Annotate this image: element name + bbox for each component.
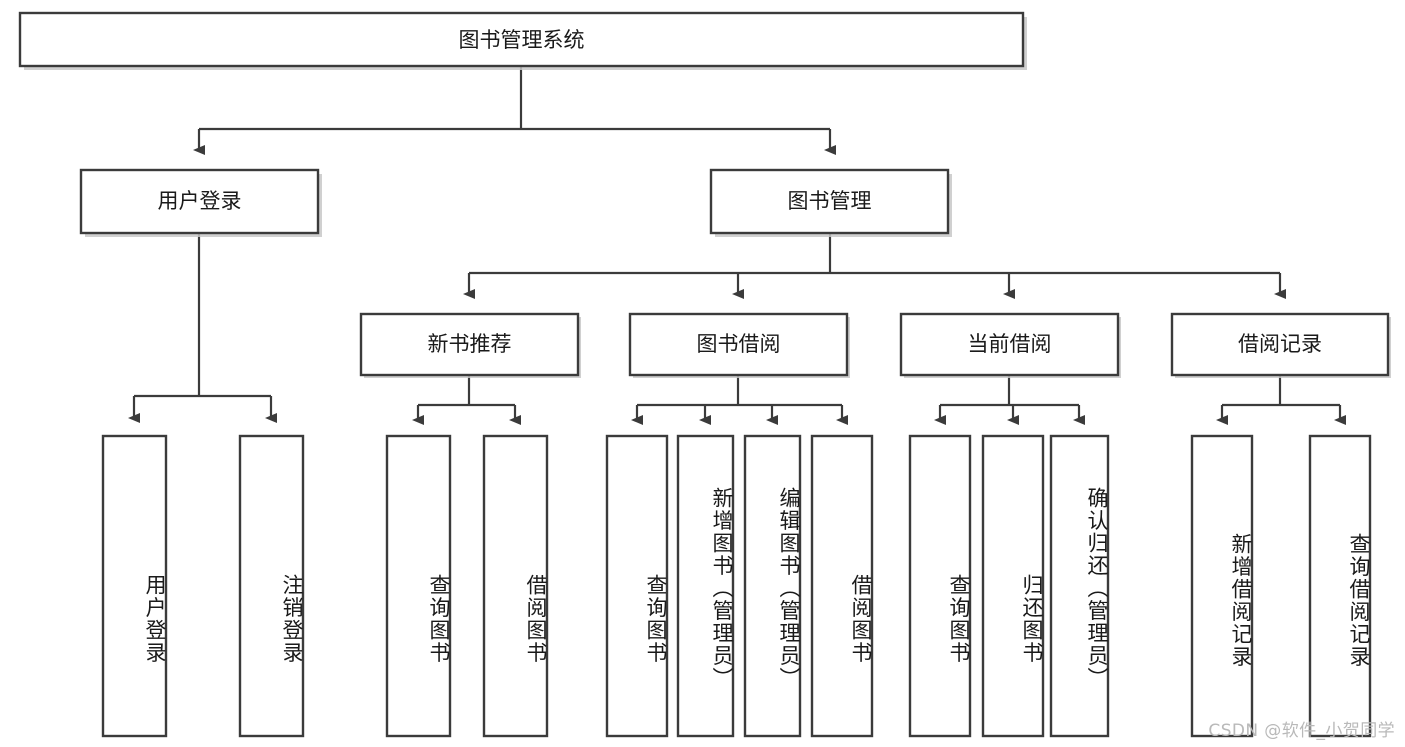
node-leaf-query-book-bb[interactable] <box>605 434 669 738</box>
node-root[interactable]: 图书管理系统 <box>18 11 1027 70</box>
node-new-book-rec-label: 新书推荐 <box>428 332 512 356</box>
node-leaf-add-book[interactable] <box>676 434 735 738</box>
node-book-borrow[interactable]: 图书借阅 <box>628 312 850 378</box>
node-leaf-query-record[interactable] <box>1308 434 1372 738</box>
node-leaf-return-book[interactable] <box>981 434 1045 738</box>
node-root-label: 图书管理系统 <box>459 28 585 52</box>
node-leaf-query-book-rec[interactable] <box>385 434 452 738</box>
node-borrow-record[interactable]: 借阅记录 <box>1170 312 1391 378</box>
csdn-watermark: CSDN @软件_小贺同学 <box>1208 721 1395 741</box>
node-leaf-logout[interactable] <box>238 434 305 738</box>
edge-layer <box>128 66 1346 425</box>
node-leaf-borrow-book-rec[interactable] <box>482 434 549 738</box>
node-leaf-borrow-book-bb[interactable] <box>810 434 874 738</box>
node-leaf-user-login[interactable] <box>101 434 168 738</box>
node-book-borrow-label: 图书借阅 <box>697 332 781 356</box>
node-new-book-rec[interactable]: 新书推荐 <box>359 312 581 378</box>
node-current-borrow[interactable]: 当前借阅 <box>899 312 1121 378</box>
node-current-borrow-label: 当前借阅 <box>968 332 1052 356</box>
node-borrow-record-label: 借阅记录 <box>1238 332 1322 356</box>
node-user-login-label: 用户登录 <box>158 189 242 213</box>
node-leaf-query-book-cb[interactable] <box>908 434 972 738</box>
node-user-login[interactable]: 用户登录 <box>79 168 322 237</box>
node-leaf-add-record[interactable] <box>1190 434 1254 738</box>
node-book-manage[interactable]: 图书管理 <box>709 168 952 237</box>
node-leaf-confirm-return[interactable] <box>1049 434 1110 738</box>
node-book-manage-label: 图书管理 <box>788 189 872 213</box>
node-layer: 图书管理系统 用户登录 图书管理 新书推荐 <box>18 11 1391 738</box>
node-leaf-edit-book[interactable] <box>743 434 802 738</box>
